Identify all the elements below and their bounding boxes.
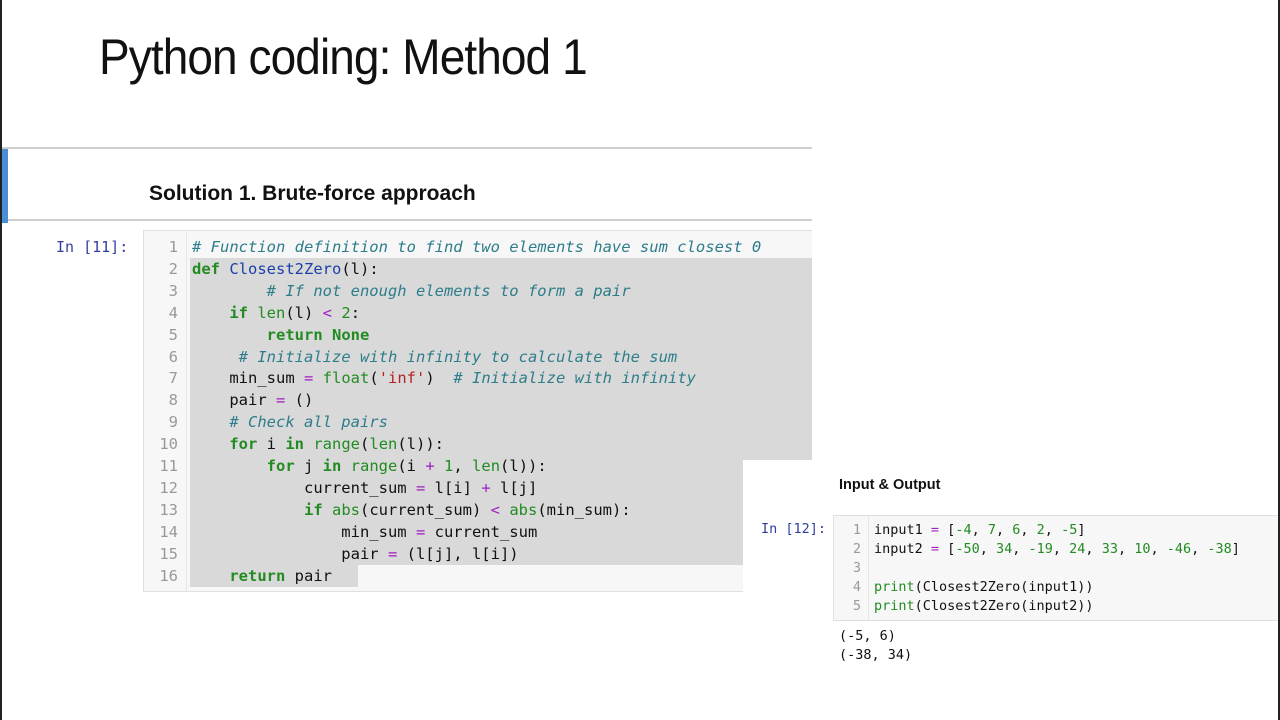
line-number: 3 xyxy=(168,281,178,300)
output-line: (-5, 6) xyxy=(839,628,896,644)
code-text: if abs(current_sum) < abs(min_sum): xyxy=(303,500,631,519)
line-number: 5 xyxy=(852,598,861,614)
selection-highlight xyxy=(190,498,812,521)
slide-border-left xyxy=(0,0,2,720)
code-text: current_sum = l[i] + l[j] xyxy=(192,478,538,497)
code-text: # Check all pairs xyxy=(229,413,388,432)
line-number: 1 xyxy=(852,522,861,538)
code-text: def Closest2Zero(l): xyxy=(192,259,379,278)
line-number: 4 xyxy=(852,579,861,595)
line-number: 2 xyxy=(852,541,861,557)
selection-highlight xyxy=(190,367,812,390)
code-text: return None xyxy=(266,325,370,344)
line-number: 9 xyxy=(168,413,178,432)
code-text: # If not enough elements to form a pair xyxy=(266,281,631,300)
input-prompt: In [12]: xyxy=(761,521,827,537)
code-text: # Function definition to find two elemen… xyxy=(192,238,762,256)
line-number: 6 xyxy=(168,347,178,366)
selection-highlight xyxy=(190,564,358,587)
selection-highlight xyxy=(190,476,812,499)
selection-highlight xyxy=(190,389,812,412)
code-text: pair = () xyxy=(192,391,314,410)
code-text: min_sum = float('inf') # Initialize with… xyxy=(192,369,696,388)
slide-title: Python coding: Method 1 xyxy=(99,29,588,85)
line-number: 12 xyxy=(159,478,178,497)
selection-highlight xyxy=(190,455,812,477)
selection-highlight xyxy=(190,345,812,368)
code-text: pair = (l[j], l[i]) xyxy=(192,544,519,563)
selection-highlight xyxy=(190,520,812,543)
code-text: input1 = [-4, 7, 6, 2, -5] xyxy=(874,522,1086,538)
selection-highlight xyxy=(190,411,812,434)
code-cell-editor[interactable]: 1 # Function definition to find two eleme… xyxy=(143,230,812,592)
notebook-screenshot-1: Solution 1. Brute-force approach In [11]… xyxy=(2,147,812,597)
line-number: 2 xyxy=(168,259,178,278)
selection-highlight xyxy=(190,257,812,280)
code-text: print(Closest2Zero(input1)) xyxy=(874,579,1094,595)
selection-highlight xyxy=(190,542,812,565)
markdown-heading-input-output: Input & Output xyxy=(839,477,941,493)
selection-highlight xyxy=(190,301,812,324)
line-number: 1 xyxy=(168,238,178,256)
code-text: min_sum = current_sum xyxy=(192,522,538,541)
line-number: 4 xyxy=(168,303,178,322)
line-number-gutter xyxy=(834,516,869,620)
line-number: 8 xyxy=(168,391,178,410)
input-prompt: In [11]: xyxy=(56,238,129,256)
cell-output: (-5, 6) (-38, 34) xyxy=(839,627,912,665)
line-number: 16 xyxy=(159,566,178,585)
selected-cell-indicator xyxy=(2,149,8,223)
selection-highlight xyxy=(190,433,812,456)
code-cell-editor-input-output[interactable]: 1 input1 = [-4, 7, 6, 2, -5] 2 input2 = [-5… xyxy=(833,515,1278,621)
line-number: 5 xyxy=(168,325,178,344)
line-number: 13 xyxy=(159,500,178,519)
selection-highlight xyxy=(190,279,812,302)
notebook-screenshot-2: Input & Output In [12]: 1 input1 = [-4, 7… xyxy=(743,460,1278,720)
line-number: 10 xyxy=(159,435,178,454)
line-number: 11 xyxy=(159,457,178,475)
markdown-heading: Solution 1. Brute-force approach xyxy=(149,182,476,205)
slide-border-right xyxy=(1278,0,1280,720)
output-line: (-38, 34) xyxy=(839,647,913,663)
code-text: for j in range(i + 1, len(l)): xyxy=(266,457,547,475)
markdown-cell-solution-1[interactable]: Solution 1. Brute-force approach xyxy=(2,147,812,223)
code-text: input2 = [-50, 34, -19, 24, 33, 10, -46,… xyxy=(874,541,1240,557)
line-number: 14 xyxy=(159,522,178,541)
code-text: for i in range(len(l)): xyxy=(229,435,445,454)
code-text: if len(l) < 2: xyxy=(229,303,361,322)
line-number: 7 xyxy=(168,369,178,388)
code-text: return pair xyxy=(229,566,332,585)
code-text: # Initialize with infinity to calculate … xyxy=(238,347,678,366)
line-number: 15 xyxy=(159,544,178,563)
line-number-gutter xyxy=(144,231,187,591)
code-text: print(Closest2Zero(input2)) xyxy=(874,598,1094,614)
line-number: 3 xyxy=(852,560,861,576)
selection-highlight xyxy=(190,323,812,346)
